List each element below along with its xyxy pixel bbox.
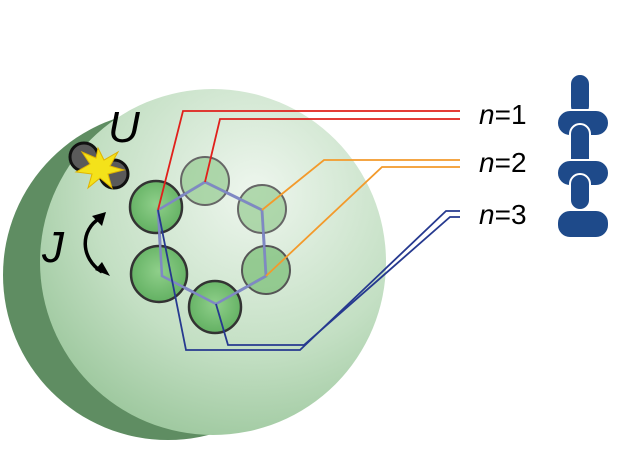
svg-text:n=3: n=3 xyxy=(479,199,527,230)
site xyxy=(187,279,243,335)
photon-stack-icon xyxy=(556,73,610,239)
mode-lines-n1 xyxy=(157,110,460,211)
svg-text:n=2: n=2 xyxy=(479,147,527,178)
label-U: U xyxy=(108,103,140,152)
mode-lines-n2 xyxy=(261,159,460,277)
level-label-n2: n=2 xyxy=(479,147,527,178)
site xyxy=(129,244,189,304)
site xyxy=(128,179,184,235)
level-label-n3: n=3 xyxy=(479,199,527,230)
spark-icon xyxy=(74,146,126,190)
label-J: J xyxy=(41,223,65,272)
level-label-n1: n=1 xyxy=(479,99,527,130)
mode-lines-n3 xyxy=(157,209,460,351)
svg-text:n=1: n=1 xyxy=(479,99,527,130)
double-curved-arrow-icon xyxy=(83,212,110,276)
interaction-pair xyxy=(68,141,130,190)
